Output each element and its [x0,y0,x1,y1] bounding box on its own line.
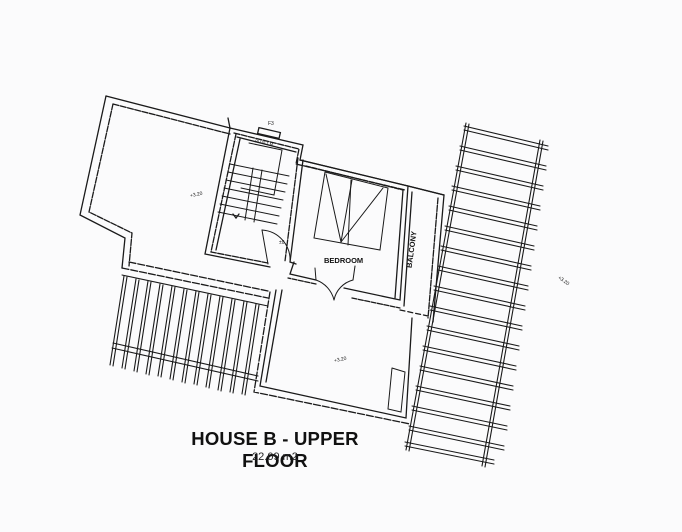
level-mark-stair-landing: ±0 [279,240,285,246]
main-room-walls [253,289,413,425]
left-pergola [109,274,269,396]
right-pergola [404,122,549,468]
wardrobe [313,171,389,251]
room-label-bedroom: BEDROOM [324,256,364,265]
pergola-beams [404,125,549,465]
stair-treads [217,142,290,225]
balcony-walls [399,185,445,323]
stair-window-label: F3 [268,121,274,127]
floor-area: 22.09 m2 [252,451,298,463]
pergola-slats [109,275,260,396]
drawing-title: HOUSE B - UPPER FLOOR [191,428,359,471]
bedroom-walls [287,159,409,309]
terrace-walls [79,95,269,299]
